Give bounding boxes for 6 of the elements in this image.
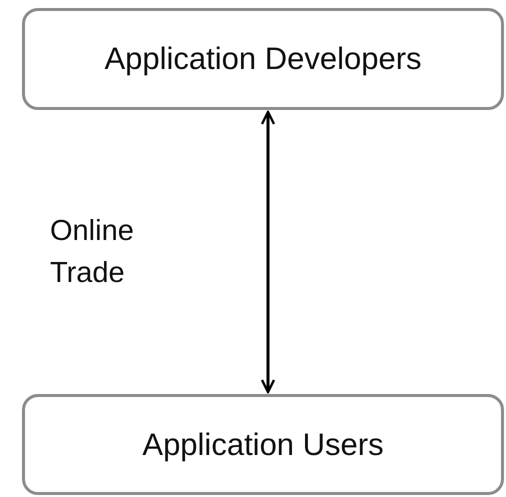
process-box xyxy=(22,8,504,110)
process-box xyxy=(22,394,504,495)
box-label: Application Users xyxy=(142,426,384,462)
edge-label: Online Trade xyxy=(50,214,135,292)
double-arrow xyxy=(260,110,276,394)
box-label: Application Developers xyxy=(104,41,422,77)
